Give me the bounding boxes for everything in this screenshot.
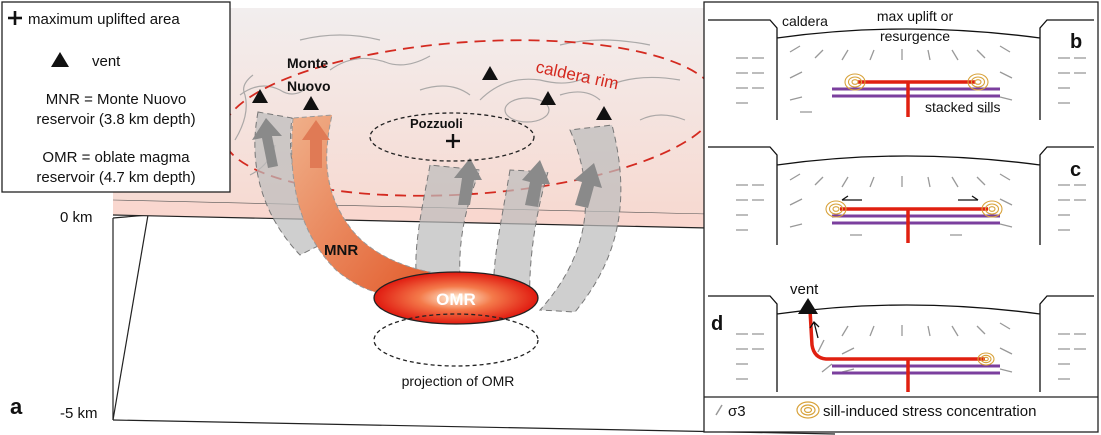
stress-concentration-icon [977,352,995,366]
depth-top-label: 0 km [60,209,93,226]
legend-vent: vent [92,53,121,70]
panel-c-label: c [1070,159,1081,181]
monte-nuovo-label-1: Monte [287,55,328,71]
propagation-arrows [841,195,979,201]
block-edge-diagonal [112,214,149,421]
uplift-area-ellipse [369,112,535,162]
monte-nuovo-label-2: Nuovo [287,78,331,94]
vent-icons [252,66,612,120]
caldera-profile [708,146,1094,245]
triangle-icon [51,52,69,67]
panel-b: caldera max uplift or resurgence stacked… [708,8,1094,120]
max-uplift-plus-icon [446,134,460,148]
pozzuoli-label: Pozzuoli [410,116,463,131]
panel-d: vent d [708,281,1094,392]
panel-b-label: b [1070,31,1082,53]
sigma3-ticks [736,45,1086,113]
legend-mnr-1: MNR = Monte Nuovo [46,91,186,108]
legend-omr-1: OMR = oblate magma [42,149,190,166]
stress-concentration-icon [825,200,1003,218]
vent-icon [482,66,498,80]
projection-label: projection of OMR [402,373,515,389]
legend-max-uplift: maximum uplifted area [28,11,180,28]
panel-d-label: d [711,313,723,335]
mnr-label: MNR [324,242,358,259]
stacked-sills-label: stacked sills [925,99,1000,115]
max-uplift-label-2: resurgence [880,28,950,44]
caldera-profile [708,19,1094,120]
legend-omr-2: reservoir (4.7 km depth) [36,169,195,186]
vent-icon [252,89,268,103]
panel-a-label: a [10,394,23,419]
pathway-right [538,124,622,313]
stress-concentration-icon [844,73,989,91]
vent-icon [798,298,818,314]
caldera-label: caldera [782,13,828,29]
pathway-arrows [252,118,602,208]
vent-icon [596,106,612,120]
panel-c: c [708,146,1094,245]
legend-box: maximum uplifted area vent MNR = Monte N… [1,1,231,193]
stress-concentration-label: sill-induced stress concentration [823,403,1036,420]
max-uplift-label-1: max uplift or [877,8,954,24]
omr-projection-ellipse [373,313,539,367]
vent-icon [540,91,556,105]
sigma3-tick-icon [715,404,723,416]
vent-icon [303,96,319,110]
ascent-arrow [809,320,820,339]
panel-a: Monte Nuovo caldera rim Pozzuoli MNR OMR… [10,8,836,435]
depth-bottom-label: -5 km [60,405,98,422]
omr-label: OMR [436,290,476,309]
sigma3-label: σ3 [728,403,746,420]
omr-reservoir [373,271,539,325]
stress-ring-icon [796,401,820,419]
surface-slab-edge [113,200,708,228]
right-panels: caldera max uplift or resurgence stacked… [703,1,1099,433]
legend-mnr-2: reservoir (3.8 km depth) [36,111,195,128]
sigma3-ticks [736,322,1086,380]
vent-label: vent [790,281,819,298]
sigma3-ticks [736,173,1086,236]
stacked-sills [832,207,1000,243]
bottom-legend: σ3 sill-induced stress concentration [704,396,1098,420]
stacked-sills [808,309,1000,392]
plus-icon [8,11,22,25]
